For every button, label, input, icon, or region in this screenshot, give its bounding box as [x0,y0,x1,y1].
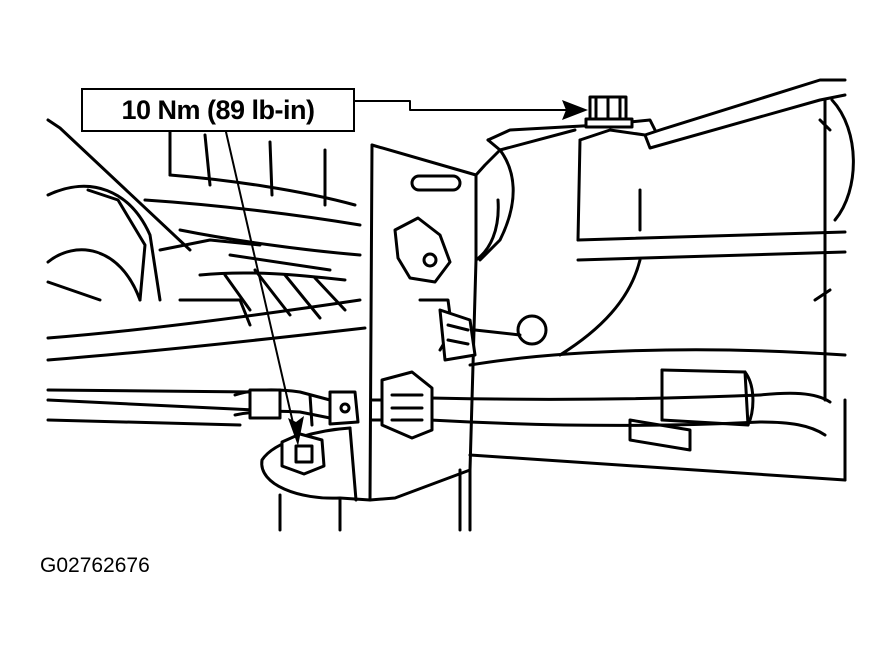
upper-bolt [584,95,634,129]
torque-spec-callout: 10 Nm (89 lb-in) [81,88,355,132]
shift-cable-bracket [368,128,577,502]
figure-id: G02762676 [40,554,150,577]
selector-lever [438,308,548,362]
callout-leaders [225,100,579,437]
upper-bolt-arrow [562,100,588,120]
cable-end-fitting [370,370,434,440]
lower-nut [280,432,326,476]
left-frame-structure [46,118,362,327]
lower-bracket-foot [260,426,472,532]
transmission-housing [46,298,367,427]
shift-cable [233,368,832,452]
transmission-body-right [468,78,855,482]
lower-nut-arrow [288,416,304,446]
